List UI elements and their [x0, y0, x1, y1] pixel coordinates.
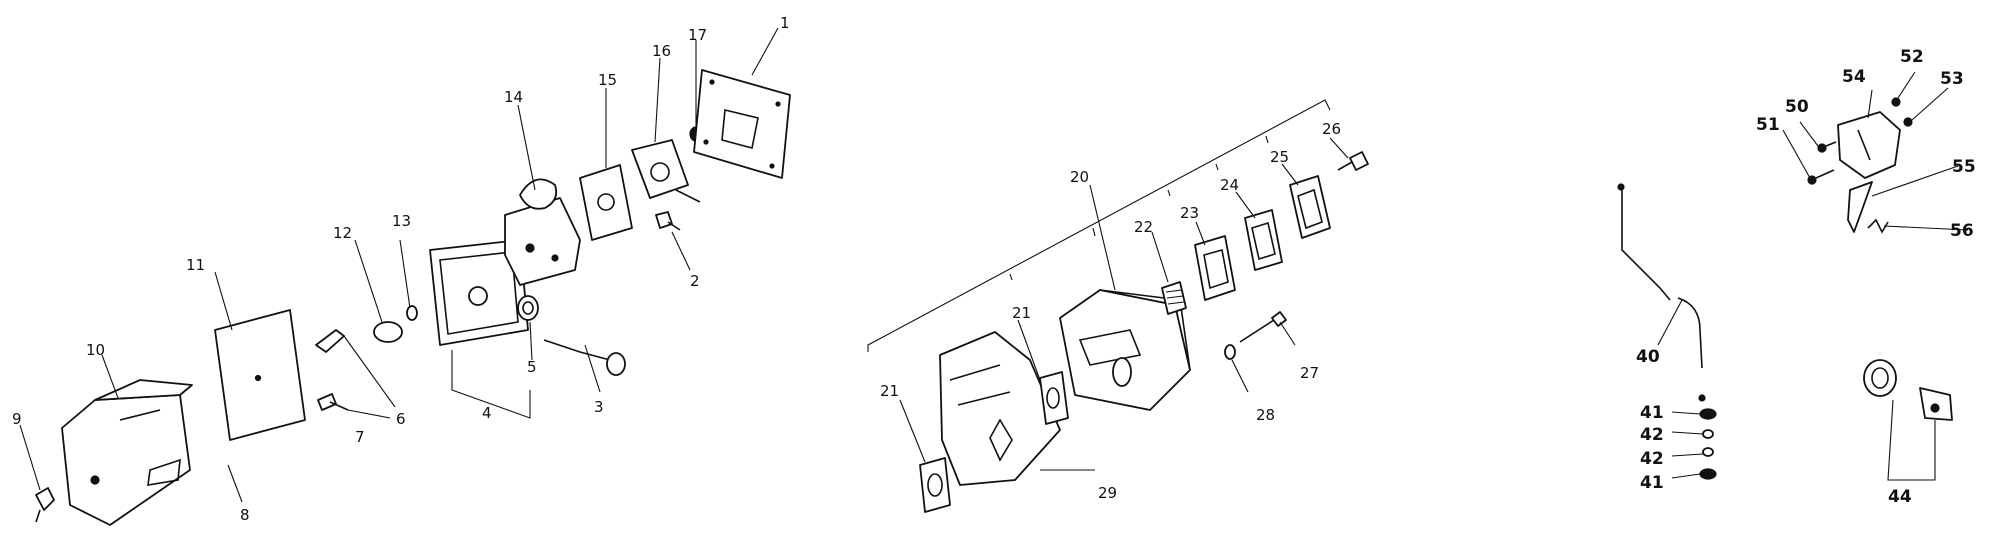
callout-29: 29 [1098, 484, 1117, 502]
gasket-21-right [1039, 371, 1069, 425]
carburetor [504, 178, 581, 286]
callout-21-right: 21 [1012, 304, 1031, 322]
callout-40: 40 [1636, 347, 1660, 367]
muffler-bracket-line [867, 99, 1331, 352]
callout-24: 24 [1220, 176, 1239, 194]
callout-53: 53 [1940, 69, 1964, 89]
callout-41-top: 41 [1640, 403, 1664, 423]
callout-4: 4 [482, 404, 492, 422]
callout-21-left: 21 [880, 382, 899, 400]
gasket-21-left [919, 457, 951, 513]
connector [517, 295, 539, 321]
throttle-housing-54 [1837, 111, 1901, 179]
callout-50: 50 [1785, 97, 1809, 117]
screw-53 [1903, 117, 1913, 127]
throttle-cable-40 [1617, 183, 1706, 402]
screw-51 [1807, 169, 1835, 185]
exhaust-plate-24 [1244, 209, 1283, 271]
carburetor-gasket [579, 164, 633, 241]
callout-2: 2 [690, 272, 700, 290]
callout-26: 26 [1322, 120, 1341, 138]
callout-42-top: 42 [1640, 425, 1664, 445]
spring-washer [406, 305, 418, 321]
bolt-26 [1337, 151, 1369, 171]
callout-12: 12 [333, 224, 352, 242]
muffler-cover [939, 331, 1061, 486]
primer-bulb [543, 339, 626, 376]
callout-5: 5 [527, 358, 537, 376]
callout-10: 10 [86, 341, 105, 359]
trigger-55 [1847, 181, 1873, 233]
callout-3: 3 [594, 398, 604, 416]
washers-41-42 [1699, 408, 1717, 480]
choke-shutter [373, 321, 403, 343]
callout-51: 51 [1756, 115, 1780, 135]
callout-41-bottom: 41 [1640, 473, 1664, 493]
air-cleaner-cover [61, 379, 193, 526]
callout-6: 6 [396, 410, 406, 428]
wing-knob [35, 487, 55, 523]
screw [655, 211, 681, 231]
callout-42-bottom: 42 [1640, 449, 1664, 469]
callout-23: 23 [1180, 204, 1199, 222]
spring-56 [1867, 218, 1889, 234]
bolt-27 [1239, 311, 1287, 343]
callout-14: 14 [504, 88, 523, 106]
insulator [631, 139, 701, 203]
muffler-gasket-23 [1194, 235, 1236, 301]
air-filter-element [214, 309, 306, 441]
screw-50 [1817, 141, 1837, 153]
callout-28: 28 [1256, 406, 1275, 424]
muffler-body [1059, 289, 1191, 411]
callout-27: 27 [1300, 364, 1319, 382]
middle-leaders [899, 137, 1349, 471]
callout-25: 25 [1270, 148, 1289, 166]
callout-labels: 1 17 16 15 14 2 13 12 11 10 9 5 3 4 6 7 … [12, 14, 1976, 524]
callout-17: 17 [688, 26, 707, 44]
callout-16: 16 [652, 42, 671, 60]
callout-44: 44 [1888, 487, 1912, 507]
callout-15: 15 [598, 71, 617, 89]
callout-9: 9 [12, 410, 22, 428]
screw-52 [1891, 97, 1901, 107]
callout-55: 55 [1952, 157, 1976, 177]
callout-1: 1 [780, 14, 790, 32]
callout-52: 52 [1900, 47, 1924, 67]
callout-7: 7 [355, 428, 365, 446]
gasket-plate [693, 69, 791, 179]
right-leaders [1657, 71, 1969, 481]
callout-8: 8 [240, 506, 250, 524]
callout-11: 11 [186, 256, 205, 274]
air-cleaner-base [429, 239, 529, 346]
spark-arrester-screen [1161, 281, 1187, 315]
choke-lever [315, 329, 349, 411]
left-leaders [19, 27, 779, 503]
washer-28 [1224, 344, 1236, 360]
callout-22: 22 [1134, 218, 1153, 236]
callout-56: 56 [1950, 221, 1974, 241]
callout-20: 20 [1070, 168, 1089, 186]
callout-54: 54 [1842, 67, 1866, 87]
exhaust-plate-25 [1289, 175, 1331, 239]
switch-44 [1863, 359, 1953, 421]
callout-13: 13 [392, 212, 411, 230]
